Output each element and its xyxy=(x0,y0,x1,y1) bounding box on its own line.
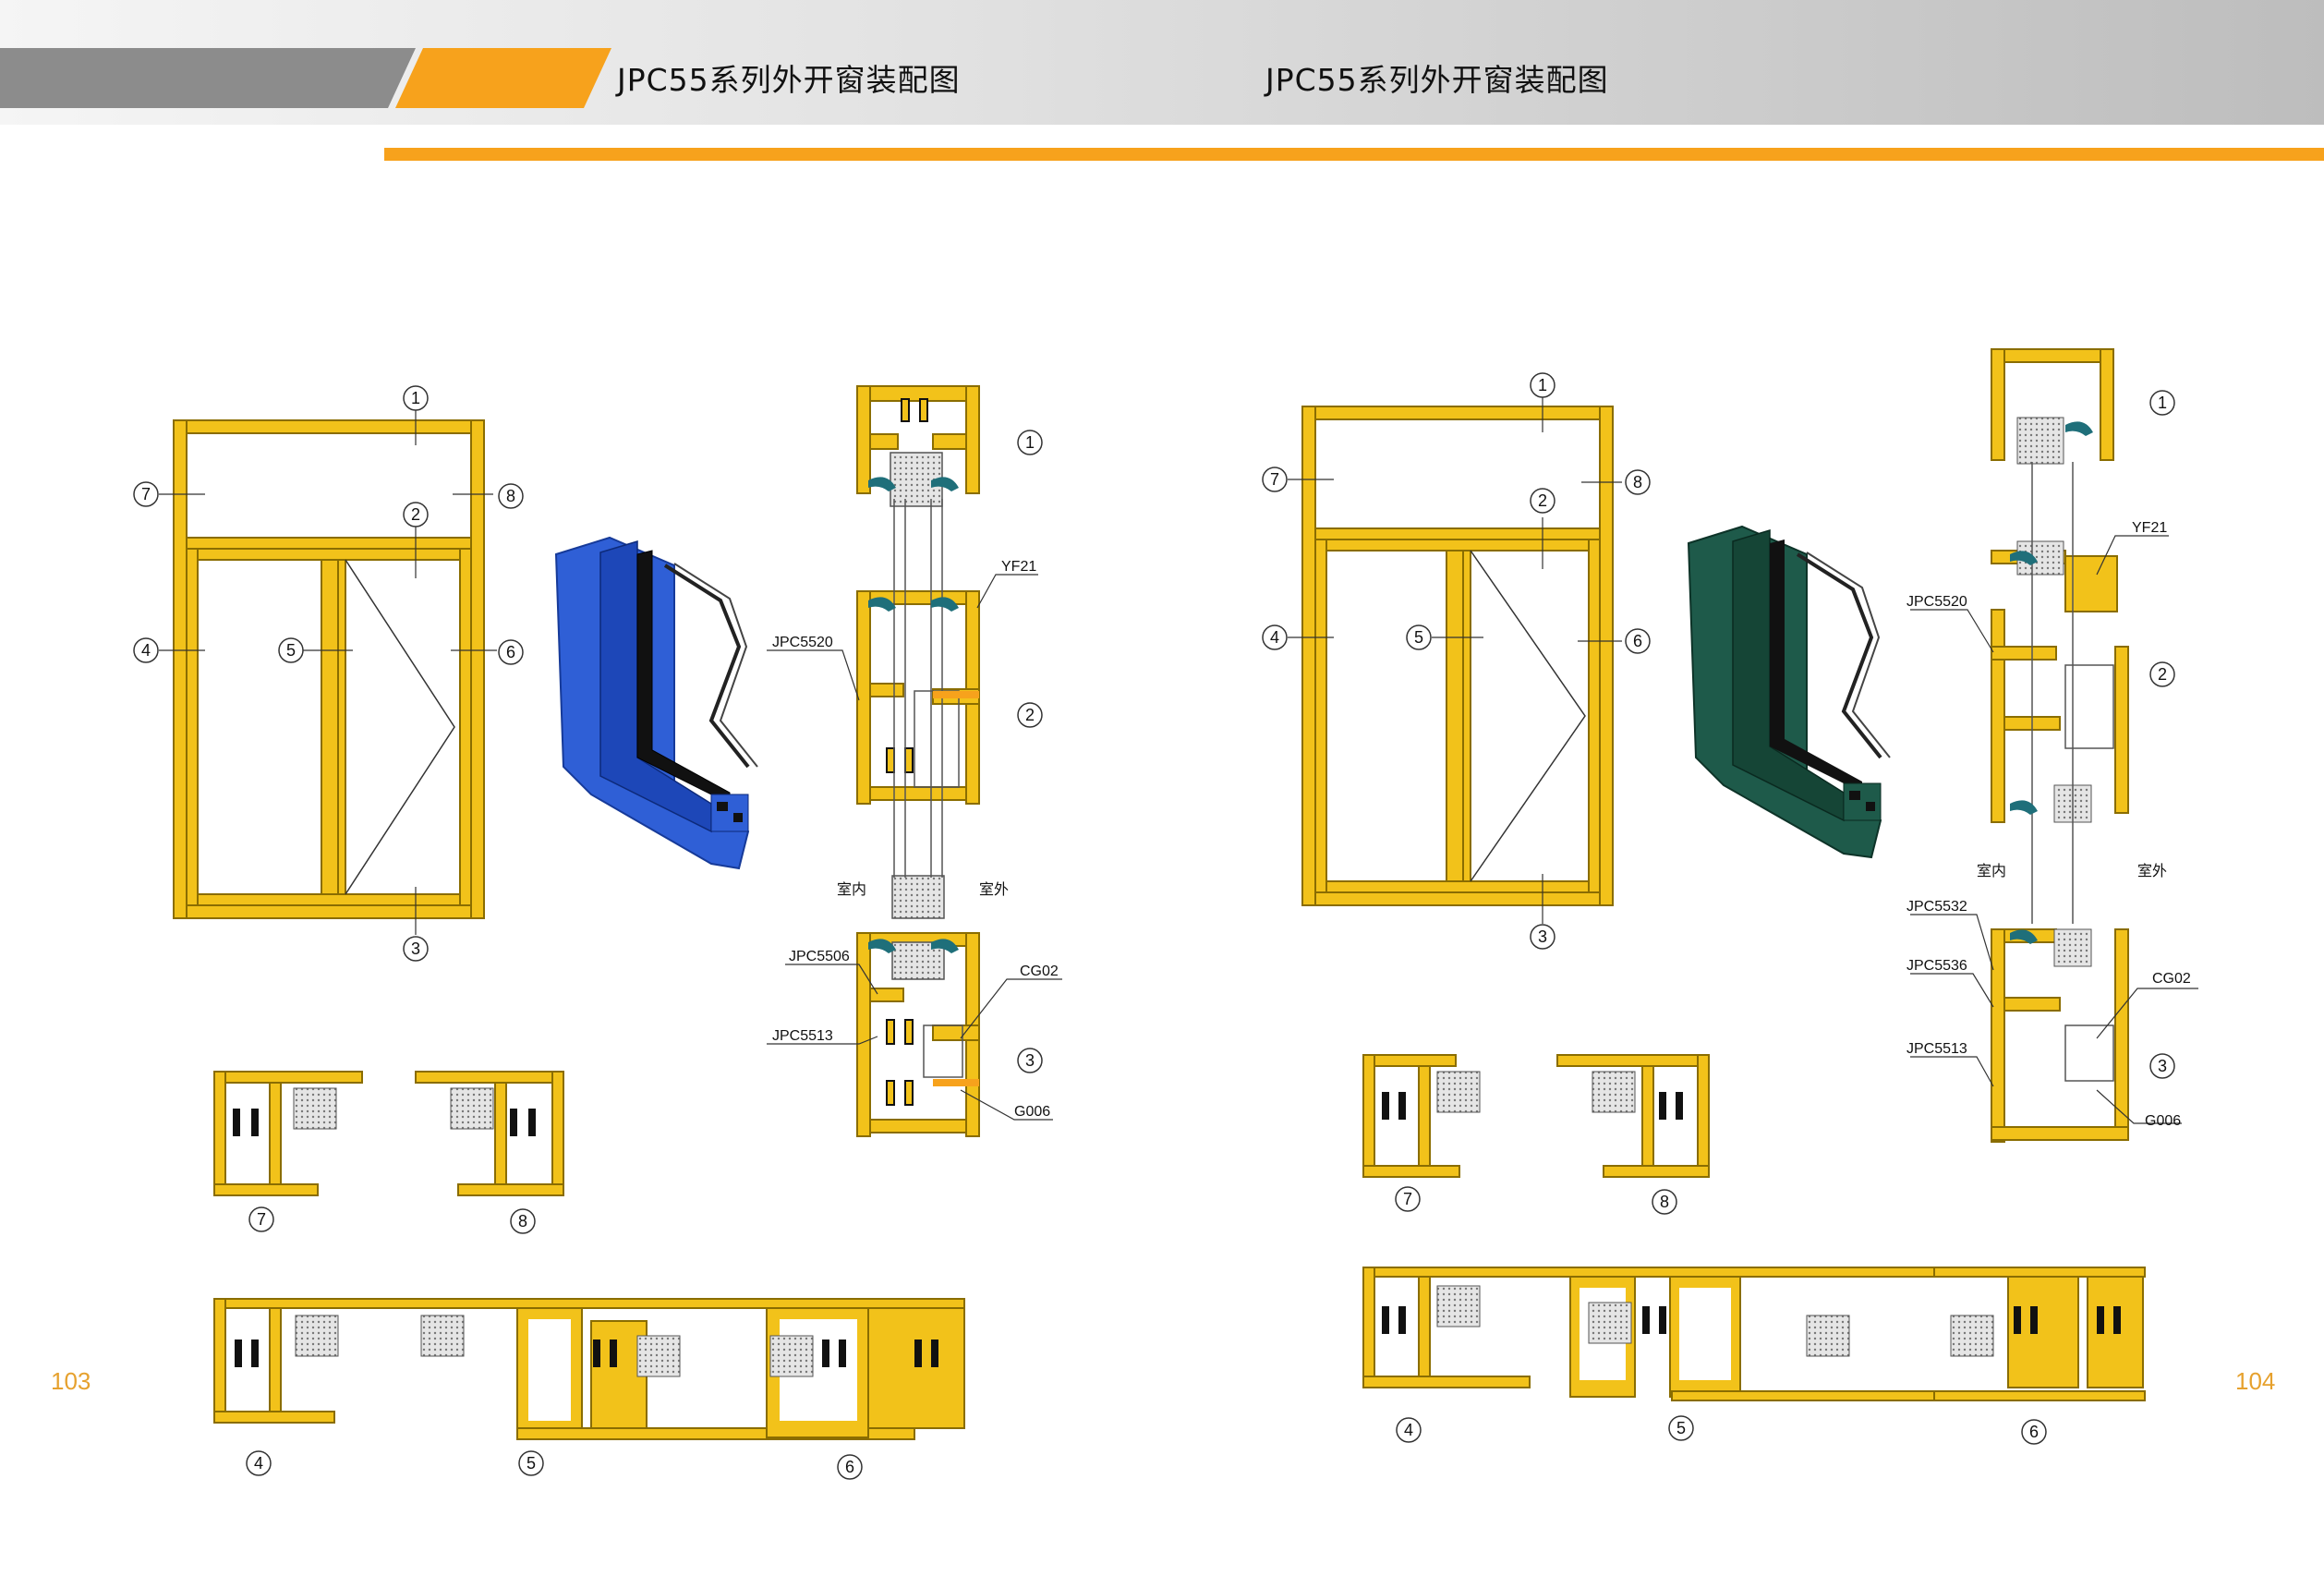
label-indoor: 室内 xyxy=(837,881,866,898)
vent-sash-left xyxy=(337,559,346,895)
r-bottom-callout-4: 4 xyxy=(1404,1421,1413,1439)
r-label-jpc5513: JPC5513 xyxy=(1906,1041,1967,1057)
r-callout-1: 1 xyxy=(1538,376,1547,394)
r-label-g006: G006 xyxy=(2145,1113,2181,1129)
label-jpc5513: JPC5513 xyxy=(772,1028,833,1044)
r-label-outdoor: 室外 xyxy=(2137,863,2167,879)
page-number-right: 104 xyxy=(2235,1367,2276,1395)
r-section-callout-3: 3 xyxy=(2158,1057,2167,1075)
r-callout-8: 8 xyxy=(1633,473,1642,491)
vertical-section-right: 1 2 3 室内 室外 YF21 JPC5520 JPC5532 JPC5536… xyxy=(1906,348,2198,1143)
label-g006: G006 xyxy=(1014,1104,1050,1120)
r-label-jpc5520: JPC5520 xyxy=(1906,594,1967,610)
frame-top xyxy=(173,419,485,434)
sections-7-8-left: 7 8 xyxy=(213,1071,564,1234)
frame-bottom xyxy=(173,904,485,919)
sash-right xyxy=(459,548,472,906)
section-callout-7: 7 xyxy=(257,1210,266,1229)
callout-2: 2 xyxy=(411,505,420,524)
r-callout-4: 4 xyxy=(1270,628,1279,647)
label-outdoor: 室外 xyxy=(979,881,1009,898)
left-page-title: JPC55系列外开窗装配图 xyxy=(617,62,961,98)
vertical-section-left: 1 2 3 室内 室外 YF21 JPC5520 JPC5506 JPC5513… xyxy=(767,385,1062,1137)
callout-4: 4 xyxy=(141,641,151,660)
r-callout-7: 7 xyxy=(1270,470,1279,489)
label-yf21: YF21 xyxy=(1001,559,1036,575)
blue-profile-3d xyxy=(554,536,758,870)
r-section-callout-1: 1 xyxy=(2158,394,2167,412)
r-label-indoor: 室内 xyxy=(1977,863,2006,879)
callout-7: 7 xyxy=(141,485,151,503)
sash-top xyxy=(186,548,472,561)
r-section-callout-2: 2 xyxy=(2158,665,2167,684)
bottom-callout-6: 6 xyxy=(845,1458,854,1476)
right-page-title: JPC55系列外开窗装配图 xyxy=(1265,62,1609,98)
sections-7-8-right: 7 8 xyxy=(1362,1054,1710,1215)
r-callout-2: 2 xyxy=(1538,491,1547,510)
r-section-callout-7: 7 xyxy=(1403,1190,1412,1208)
callout-6: 6 xyxy=(506,643,515,661)
r-callout-5: 5 xyxy=(1414,628,1423,647)
horizontal-sections-left: 4 5 6 xyxy=(213,1298,965,1480)
opening-triangle xyxy=(345,559,455,895)
frame-right xyxy=(470,419,485,919)
r-callout-6: 6 xyxy=(1633,632,1642,650)
label-cg02: CG02 xyxy=(1020,964,1059,979)
header-gray-bar xyxy=(0,48,416,108)
section-callout-1: 1 xyxy=(1025,433,1035,452)
r-label-jpc5532: JPC5532 xyxy=(1906,899,1967,915)
left-window-elevation: 1 2 3 7 8 4 5 6 xyxy=(133,385,524,962)
page-number-left: 103 xyxy=(51,1367,91,1395)
header-graphics xyxy=(0,48,2324,161)
callout-8: 8 xyxy=(506,487,515,505)
section-callout-2: 2 xyxy=(1025,706,1035,724)
callout-1: 1 xyxy=(411,389,420,407)
r-bottom-callout-5: 5 xyxy=(1676,1419,1686,1437)
header-orange-tab xyxy=(395,48,611,108)
frame-left xyxy=(173,419,188,919)
r-label-cg02: CG02 xyxy=(2152,971,2191,987)
callout-3: 3 xyxy=(411,939,420,958)
r-label-yf21: YF21 xyxy=(2132,520,2167,536)
r-label-jpc5536: JPC5536 xyxy=(1906,958,1967,974)
sash-bottom xyxy=(186,893,472,906)
bottom-callout-4: 4 xyxy=(254,1454,263,1473)
right-window-elevation: 1 2 3 7 8 4 5 6 xyxy=(1262,372,1651,950)
label-jpc5520: JPC5520 xyxy=(772,635,833,650)
section-callout-3: 3 xyxy=(1025,1051,1035,1070)
horizontal-sections-right: 4 5 6 xyxy=(1362,1267,2146,1445)
sash-left xyxy=(186,548,199,906)
transom-bar xyxy=(186,537,472,550)
r-bottom-callout-6: 6 xyxy=(2029,1423,2039,1441)
bottom-callout-5: 5 xyxy=(527,1454,536,1473)
section-callout-8: 8 xyxy=(518,1212,527,1230)
header-orange-line xyxy=(384,148,2324,161)
mullion xyxy=(321,559,339,895)
r-section-callout-8: 8 xyxy=(1660,1193,1669,1211)
callout-5: 5 xyxy=(286,641,296,660)
green-profile-3d xyxy=(1687,525,1891,859)
label-jpc5506: JPC5506 xyxy=(789,949,850,964)
r-callout-3: 3 xyxy=(1538,927,1547,946)
